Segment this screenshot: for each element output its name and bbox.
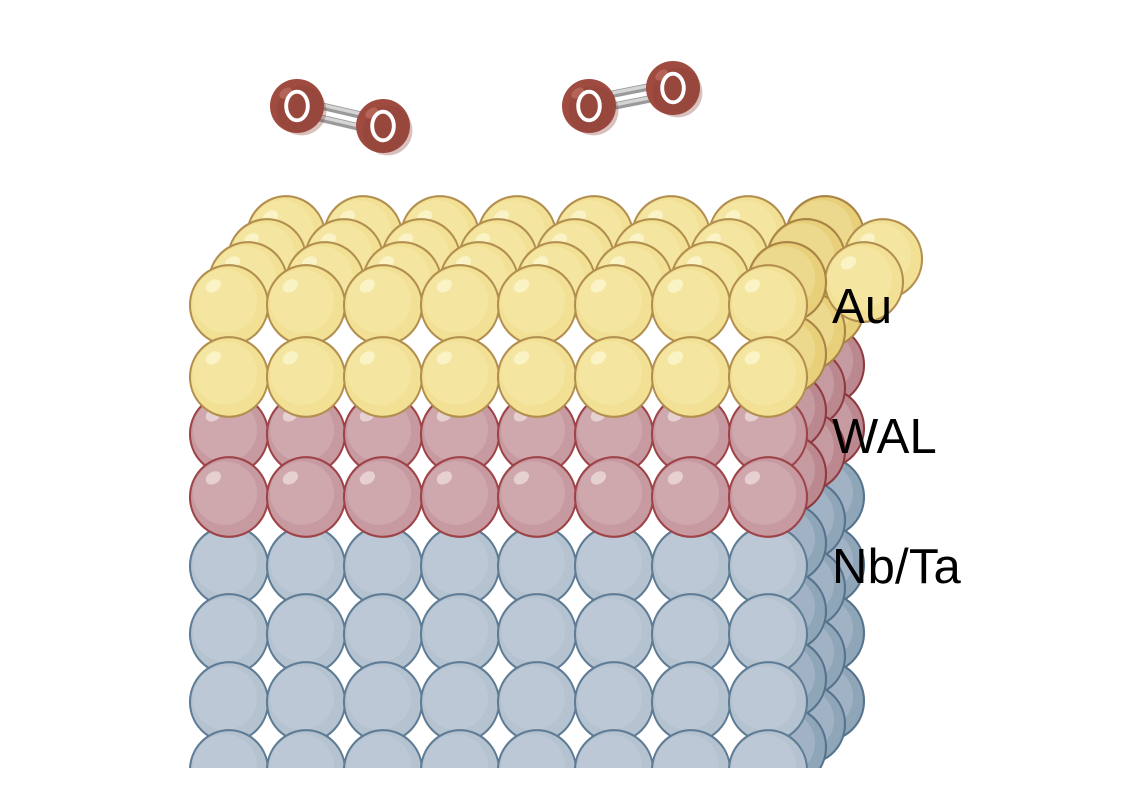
atom-nbta xyxy=(188,525,270,607)
atom-au xyxy=(496,336,578,418)
oxygen-atom: O xyxy=(270,79,327,136)
layer-label-au: Au xyxy=(832,280,893,334)
oxygen-molecules: OOOO xyxy=(270,61,703,156)
atom-nbta xyxy=(573,661,655,743)
atom-nbta xyxy=(419,593,501,675)
atom-nbta xyxy=(343,729,423,768)
atom-nbta xyxy=(496,593,578,675)
atom-au xyxy=(727,264,809,346)
oxygen-atom: O xyxy=(356,99,413,156)
atom-au xyxy=(419,264,501,346)
atom-nbta xyxy=(420,729,500,768)
atom-wal xyxy=(265,456,347,538)
atom-nbta xyxy=(574,729,654,768)
atom-au xyxy=(823,241,905,323)
atom-au xyxy=(188,264,270,346)
atom-wal xyxy=(496,456,578,538)
layer-label-wal: WAL xyxy=(832,410,937,464)
atom-au xyxy=(265,336,347,418)
atom-wal xyxy=(650,456,732,538)
atom-au xyxy=(573,336,655,418)
atom-wal xyxy=(188,456,270,538)
atom-nbta xyxy=(266,729,346,768)
atom-nbta xyxy=(727,593,809,675)
atom-wal xyxy=(573,456,655,538)
atom-nbta xyxy=(496,661,578,743)
atom-au xyxy=(727,336,809,418)
atom-nbta xyxy=(497,729,577,768)
atom-nbta xyxy=(342,593,424,675)
atom-nbta xyxy=(728,729,808,768)
atom-nbta xyxy=(342,661,424,743)
atom-au xyxy=(650,264,732,346)
atom-au xyxy=(342,264,424,346)
atom-au xyxy=(188,336,270,418)
atom-au xyxy=(496,264,578,346)
atom-nbta xyxy=(650,661,732,743)
atom-nbta xyxy=(265,525,347,607)
atom-nbta xyxy=(651,729,731,768)
layer-label-nbta: Nb/Ta xyxy=(832,540,962,594)
oxygen-atom: O xyxy=(646,61,703,118)
oxygen-atom: O xyxy=(562,79,619,136)
atom-au xyxy=(419,336,501,418)
atom-nbta xyxy=(650,525,732,607)
atom-wal xyxy=(342,456,424,538)
atom-au xyxy=(265,264,347,346)
crystal-slab xyxy=(188,195,924,768)
atom-nbta xyxy=(727,525,809,607)
atom-nbta xyxy=(188,593,270,675)
atom-au xyxy=(650,336,732,418)
atom-au xyxy=(573,264,655,346)
atom-nbta xyxy=(342,525,424,607)
atom-nbta xyxy=(573,525,655,607)
layer-au xyxy=(188,195,924,418)
oxygen-molecule-right: OO xyxy=(562,61,703,136)
atom-wal xyxy=(419,456,501,538)
atom-au xyxy=(342,336,424,418)
atom-wal xyxy=(727,456,809,538)
atom-nbta xyxy=(727,661,809,743)
oxygen-molecule-left: OO xyxy=(270,79,413,156)
atom-nbta xyxy=(189,729,269,768)
